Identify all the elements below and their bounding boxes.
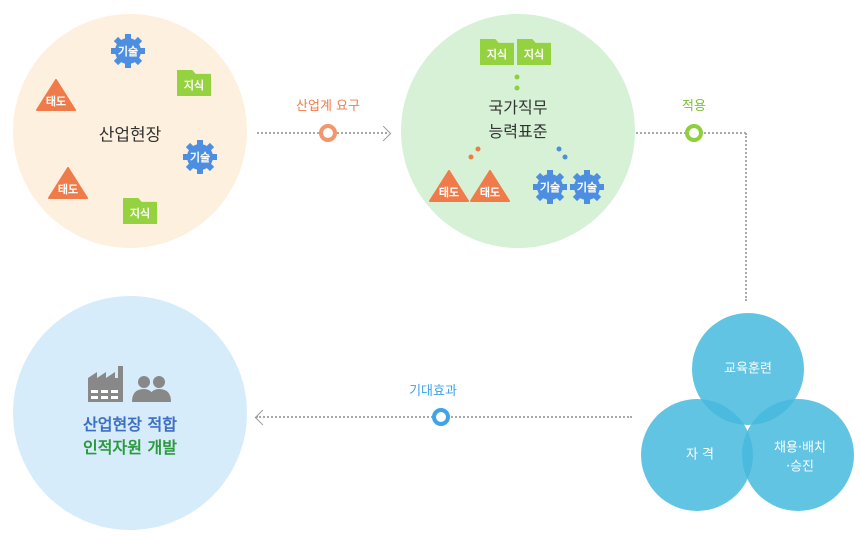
ncs-title-line1: 국가직무 xyxy=(488,98,548,117)
triangle-icon: 태도 xyxy=(470,170,510,202)
icon-label: 태도 xyxy=(45,95,67,108)
people-icon xyxy=(132,376,172,406)
apply-connector-line-vertical xyxy=(745,133,747,301)
connector-dot xyxy=(514,74,520,80)
gear-icon: 기술 xyxy=(570,170,604,204)
venn-training-label: 교육훈련 xyxy=(724,361,772,377)
triangle-icon: 태도 xyxy=(429,170,469,202)
venn-qualification-label: 자 격 xyxy=(685,447,715,463)
venn-hiring-label-2: ·승진 xyxy=(785,459,815,475)
gear-icon: 기술 xyxy=(183,140,217,174)
factory-icon xyxy=(88,366,126,406)
venn-qualification xyxy=(641,399,753,511)
connector-dot xyxy=(468,154,474,160)
icon-label: 태도 xyxy=(57,183,79,196)
icon-label: 지식 xyxy=(129,207,151,220)
gear-icon: 기술 xyxy=(111,34,145,68)
result-circle xyxy=(13,296,247,530)
demand-label: 산업계 요구 xyxy=(296,99,360,114)
result-line2: 인적자원 개발 xyxy=(83,438,177,457)
connector-dot xyxy=(514,85,520,91)
connector-dot xyxy=(562,154,568,160)
icon-label: 기술 xyxy=(576,181,598,194)
gear-icon: 기술 xyxy=(533,170,567,204)
icon-label: 태도 xyxy=(438,186,460,199)
demand-node xyxy=(319,124,337,142)
arrow-right-icon xyxy=(375,125,392,142)
apply-node xyxy=(685,124,703,142)
venn-hiring-label-1: 채용·배치 xyxy=(774,440,826,456)
result-line1: 산업현장 적합 xyxy=(83,415,177,434)
industry-site-title: 산업현장 xyxy=(98,125,162,146)
folder-icon: 지식 xyxy=(177,70,211,96)
icon-label: 지식 xyxy=(523,48,545,61)
apply-label: 적용 xyxy=(682,99,706,114)
connector-dot xyxy=(475,146,481,152)
icon-label: 기술 xyxy=(539,181,561,194)
connector-dot xyxy=(556,146,562,152)
folder-icon: 지식 xyxy=(517,39,551,65)
effect-label: 기대효과 xyxy=(409,384,457,399)
ncs-title-line2: 능력표준 xyxy=(488,122,548,141)
icon-label: 기술 xyxy=(189,151,211,164)
icon-label: 지식 xyxy=(183,79,205,92)
triangle-icon: 태도 xyxy=(36,79,76,111)
triangle-icon: 태도 xyxy=(48,167,88,199)
icon-label: 지식 xyxy=(486,48,508,61)
icon-label: 기술 xyxy=(117,45,139,58)
folder-icon: 지식 xyxy=(123,198,157,224)
folder-icon: 지식 xyxy=(480,39,514,65)
venn-hiring xyxy=(742,399,854,511)
effect-node xyxy=(432,408,450,426)
arrow-left-icon xyxy=(254,409,271,426)
icon-label: 태도 xyxy=(479,186,501,199)
